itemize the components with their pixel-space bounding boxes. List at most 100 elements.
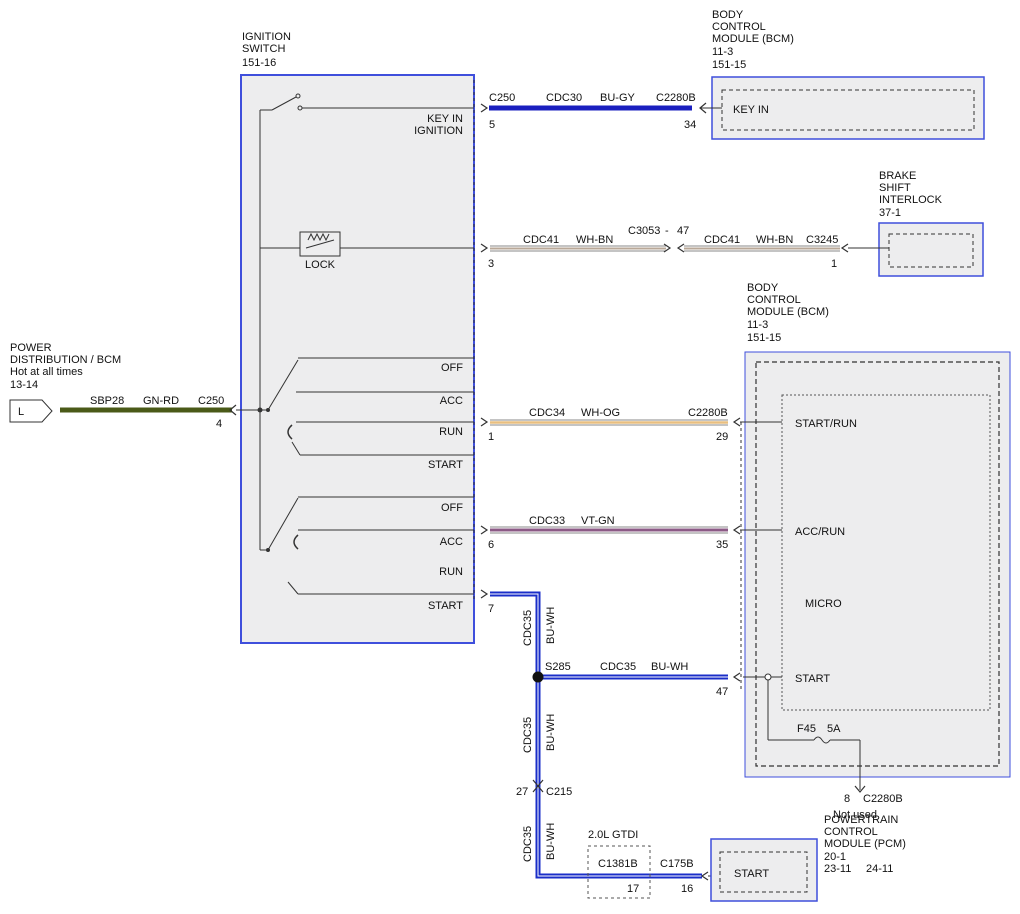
lock-label: LOCK bbox=[305, 259, 336, 271]
acc-wire-pin-right: 35 bbox=[716, 539, 728, 551]
bcm-key-in-label: KEY IN bbox=[733, 104, 769, 116]
brake-box bbox=[878, 222, 984, 277]
acc-wire: CDC33 VT-GN 6 35 bbox=[480, 515, 782, 551]
start-wire-vertical-circuit-1: CDC35 bbox=[522, 610, 534, 646]
bcm-top-title-3: MODULE (BCM) bbox=[712, 33, 794, 45]
power-connector-letter: L bbox=[18, 406, 24, 418]
key-in-wire-circuit: CDC30 bbox=[546, 92, 582, 104]
bcm-main-title-5: 151-15 bbox=[747, 332, 781, 344]
power-color: GN-RD bbox=[143, 395, 179, 407]
lock-wire: 3 CDC41 WH-BN C3053 - 47 CDC41 WH-BN C32… bbox=[480, 225, 889, 270]
power-connector: C250 bbox=[198, 395, 224, 407]
start-wire-circuit-h: CDC35 bbox=[600, 661, 636, 673]
start-wire-vertical-color-2: BU-WH bbox=[545, 714, 557, 751]
ignition-switch-title-2: SWITCH bbox=[242, 43, 285, 55]
key-in-wire-connector-left: C250 bbox=[489, 92, 515, 104]
power-circuit: SBP28 bbox=[90, 395, 124, 407]
fuse-rating: 5A bbox=[827, 723, 841, 735]
pcm-title-3: MODULE (PCM) bbox=[824, 838, 906, 850]
micro-box bbox=[781, 394, 991, 711]
acc-wire-pin-left: 6 bbox=[488, 539, 494, 551]
lock-coil-icon bbox=[307, 232, 330, 242]
key-in-wire-color: BU-GY bbox=[600, 92, 636, 104]
pcm-box bbox=[710, 838, 818, 902]
lower-acc-label: ACC bbox=[440, 536, 463, 548]
upper-off-label: OFF bbox=[441, 362, 463, 374]
run-wire-circuit: CDC34 bbox=[529, 407, 565, 419]
bcm-main-title-3: MODULE (BCM) bbox=[747, 306, 829, 318]
lock-wire-circuit-1: CDC41 bbox=[523, 234, 559, 246]
upper-acc-label: ACC bbox=[440, 395, 463, 407]
pcm-module: 2.0L GTDI C1381B 17 C175B 16 START POWER… bbox=[587, 814, 906, 902]
lower-start-label: START bbox=[428, 600, 463, 612]
upper-start-label: START bbox=[428, 459, 463, 471]
lock-wire-pin-left: 3 bbox=[488, 258, 494, 270]
pcm-title-2: CONTROL bbox=[824, 826, 878, 838]
pcm-title-5: 23-11 bbox=[824, 863, 851, 875]
start-wire-inline-pin: 27 bbox=[516, 786, 528, 798]
key-in-switch-blade bbox=[271, 96, 297, 111]
start-wire-vertical-circuit-2: CDC35 bbox=[522, 717, 534, 753]
key-in-wire-pin-left: 5 bbox=[489, 119, 495, 131]
bcm-not-used: Not used bbox=[833, 809, 877, 821]
bcm-micro-label: MICRO bbox=[805, 598, 842, 610]
pcm-title-1: POWERTRAIN bbox=[824, 814, 898, 826]
brake-title-4: 37-1 bbox=[879, 207, 901, 219]
ignition-switch-title-1: IGNITION bbox=[242, 31, 291, 43]
pcm-start-label: START bbox=[734, 868, 769, 880]
bcm-top-module: BODY CONTROL MODULE (BCM) 11-3 151-15 KE… bbox=[711, 9, 985, 140]
bcm-start-run-label: START/RUN bbox=[795, 418, 857, 430]
lock-wire-circuit-2: CDC41 bbox=[704, 234, 740, 246]
power-title-2: DISTRIBUTION / BCM bbox=[10, 354, 121, 366]
run-wire: CDC34 WH-OG C2280B 1 29 bbox=[480, 407, 782, 443]
ignition-label: IGNITION bbox=[414, 125, 463, 137]
run-wire-pin-right: 29 bbox=[716, 431, 728, 443]
fuse-icon bbox=[813, 736, 831, 744]
bcm-top-box bbox=[711, 76, 985, 140]
power-pin: 4 bbox=[216, 418, 222, 430]
lock-solenoid bbox=[299, 231, 341, 257]
bcm-top-title-5: 151-15 bbox=[712, 59, 746, 71]
bcm-top-title-2: CONTROL bbox=[712, 21, 766, 33]
start-wire-pin-bcm: 47 bbox=[716, 686, 728, 698]
bcm-top-title-4: 11-3 bbox=[712, 46, 733, 58]
start-wire-inline-connector: C215 bbox=[546, 786, 572, 798]
acc-wire-color: VT-GN bbox=[581, 515, 615, 527]
lock-wire-connector-right: C3245 bbox=[806, 234, 838, 246]
lock-wire-inline-pin: 47 bbox=[677, 225, 689, 237]
splice-label: S285 bbox=[545, 661, 571, 673]
acc-wire-circuit: CDC33 bbox=[529, 515, 565, 527]
fuse-label: F45 bbox=[797, 723, 816, 735]
lock-wire-color-1: WH-BN bbox=[576, 234, 613, 246]
pcm-pin: 16 bbox=[681, 883, 693, 895]
run-wire-connector-right: C2280B bbox=[688, 407, 728, 419]
bcm-start-label: START bbox=[795, 673, 830, 685]
pcm-title-4: 20-1 bbox=[824, 851, 846, 863]
bcm-main-module: BODY CONTROL MODULE (BCM) 11-3 151-15 ST… bbox=[740, 282, 1011, 821]
brake-title-2: SHIFT bbox=[879, 182, 911, 194]
pcm-pin-inline: 17 bbox=[627, 883, 639, 895]
lock-wire-color-2: WH-BN bbox=[756, 234, 793, 246]
lock-wire-inline-connector: C3053 bbox=[628, 225, 660, 237]
run-wire-color: WH-OG bbox=[581, 407, 620, 419]
lower-run-label: RUN bbox=[439, 566, 463, 578]
power-connector-tab bbox=[9, 399, 53, 423]
key-in-label: KEY IN bbox=[427, 113, 463, 125]
ignition-switch: IGNITION SWITCH 151-16 KEY IN IGNITION L… bbox=[240, 31, 475, 644]
key-in-wire-connector-right: C2280B bbox=[656, 92, 696, 104]
ignition-switch-box bbox=[240, 74, 475, 644]
splice-s285 bbox=[532, 671, 544, 683]
bcm-main-title-4: 11-3 bbox=[747, 319, 768, 331]
run-wire-pin-left: 1 bbox=[488, 431, 494, 443]
bcm-top-title-1: BODY bbox=[712, 9, 744, 21]
start-wire-pin-left: 7 bbox=[488, 603, 494, 615]
upper-switch-blade bbox=[267, 359, 299, 411]
start-wire-vertical-circuit-3: CDC35 bbox=[522, 826, 534, 862]
bcm-out-connector: C2280B bbox=[863, 793, 903, 805]
bcm-main-title-2: CONTROL bbox=[747, 294, 801, 306]
key-in-wire: C250 5 CDC30 BU-GY C2280B 34 bbox=[480, 92, 722, 131]
lock-wire-inline-dash: - bbox=[665, 225, 669, 237]
lock-wire-pin-right: 1 bbox=[831, 258, 837, 270]
brake-title-1: BRAKE bbox=[879, 170, 916, 182]
